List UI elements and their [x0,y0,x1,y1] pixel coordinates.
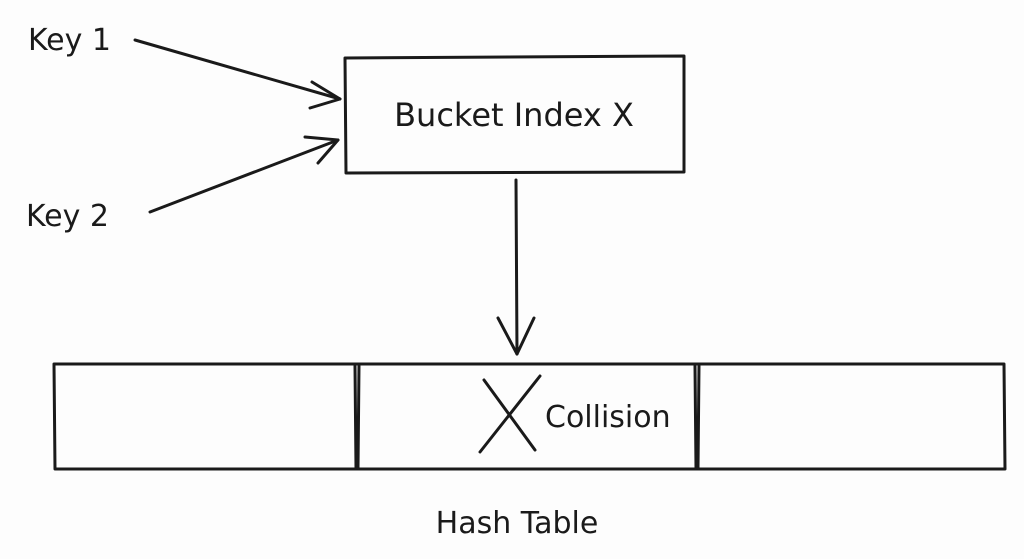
bucket-index-label: Bucket Index X [394,96,634,134]
key-2-arrow [148,135,340,214]
bucket-to-table-arrow [496,178,536,356]
table-cell-collision: Collision [478,374,671,454]
hash-table-label: Hash Table [436,506,599,541]
bucket-index-box: Bucket Index X [343,54,686,175]
key-1-arrow [133,38,342,110]
key-2-label: Key 2 [26,199,109,234]
hash-table: Collision [52,362,1007,471]
collision-label: Collision [545,400,671,435]
key-1-label: Key 1 [28,23,111,58]
x-cross-icon [478,374,542,454]
